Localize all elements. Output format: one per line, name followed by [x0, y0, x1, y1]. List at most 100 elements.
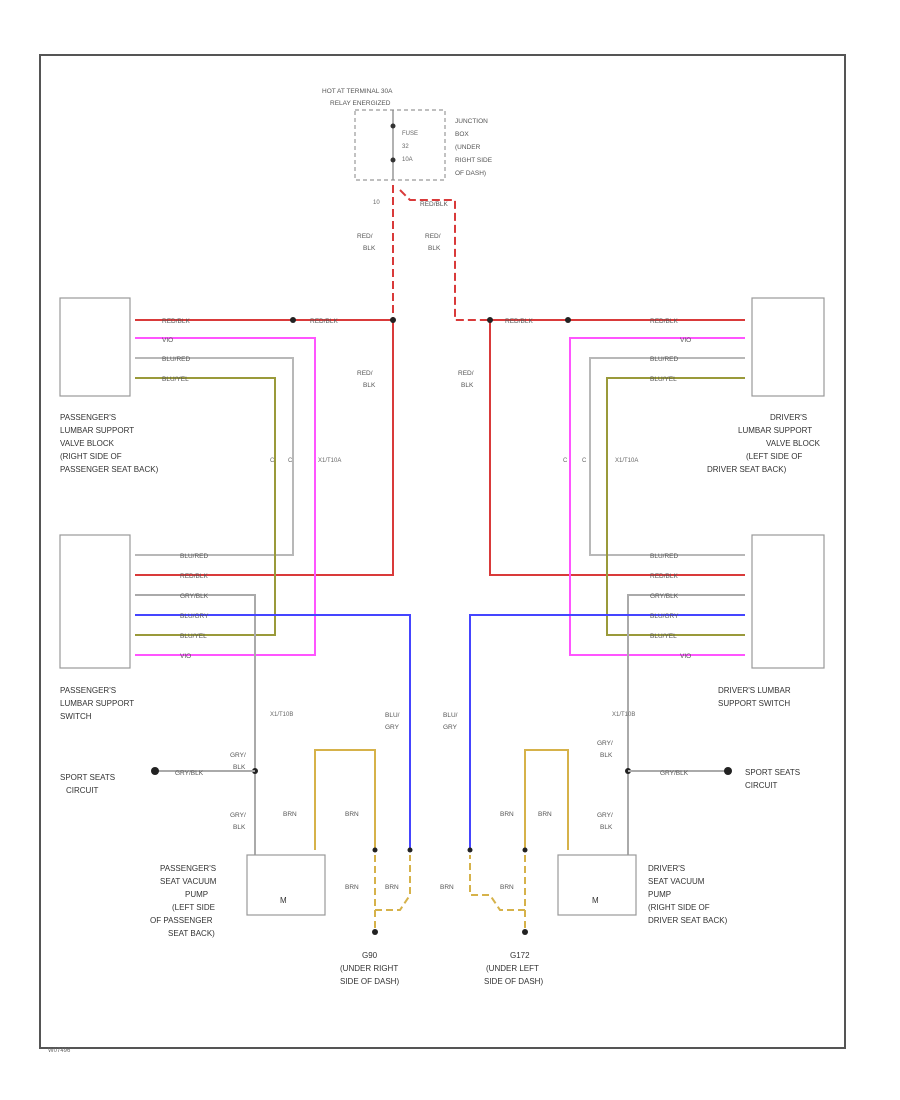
node-drv-brn: [522, 847, 528, 853]
drv-connector-c2: C: [582, 458, 587, 464]
label-pass-sport-gry: GRY/BLK: [175, 770, 204, 777]
label-drv-sw-vio: VIO: [680, 653, 691, 660]
wire-label-right-feed-1: RED/: [425, 233, 441, 240]
passenger-vacuum-pump: [246, 854, 326, 916]
wire-label-red-blk-mid: RED/BLK: [420, 201, 448, 208]
label-pass-sw-vio: VIO: [180, 653, 191, 660]
passenger-valve-label-5: PASSENGER SEAT BACK): [60, 465, 159, 474]
label-pass-brn-2: BRN: [345, 811, 359, 818]
label-drv-blu-gry-2: GRY: [443, 724, 458, 731]
node-pass-red-2: [390, 317, 396, 323]
pass-sport-seats-1: SPORT SEATS: [60, 773, 115, 782]
label-pass-blu-yel: BLU/YEL: [162, 376, 189, 383]
wire-brn-drv-loop: [524, 749, 569, 850]
fuse-bottom-node: [390, 157, 396, 163]
passenger-valve-label-2: LUMBAR SUPPORT: [60, 426, 134, 435]
pass-sport-arrow: [151, 767, 159, 775]
drv-pump-1: DRIVER'S: [648, 864, 685, 873]
drv-ground-1: G172: [510, 951, 530, 960]
drv-sport-seats-1: SPORT SEATS: [745, 768, 800, 777]
driver-valve-label-4: (LEFT SIDE OF: [746, 452, 802, 461]
pass-gry-vert2-2: BLK: [233, 824, 246, 831]
driver-valve-label-2: LUMBAR SUPPORT: [738, 426, 812, 435]
passenger-switch-label-3: SWITCH: [60, 712, 92, 721]
label-drv-sport-gry: GRY/BLK: [660, 770, 689, 777]
label-pass-red-blk: RED/BLK: [162, 318, 190, 325]
driver-valve-label-1: DRIVER'S: [770, 413, 807, 422]
junction-box-line-5: OF DASH): [455, 170, 486, 177]
junction-box-line-3: (UNDER: [455, 144, 481, 151]
pass-gry-vert-1: GRY/: [230, 752, 246, 759]
drv-pump-5: DRIVER SEAT BACK): [648, 916, 728, 925]
label-drv-brn-3: BRN: [440, 884, 454, 891]
passenger-valve-label-4: (RIGHT SIDE OF: [60, 452, 122, 461]
wire-blu-gry-drv-switch: [469, 614, 745, 850]
label-drv-vio: VIO: [680, 337, 691, 344]
passenger-valve-label-3: VALVE BLOCK: [60, 439, 115, 448]
diagram-frame: [39, 54, 846, 1049]
drv-connector-c1: C: [563, 458, 568, 464]
wire-red-blk-pass-valve: [135, 319, 394, 576]
label-drv-blu-gry-1: BLU/: [443, 712, 458, 719]
wire-blu-yel-drv-valve: [606, 377, 745, 636]
drv-connector2-label: X1/T10B: [612, 712, 635, 718]
driver-lumbar-switch: [751, 534, 825, 669]
wire-brn-drv-ground: [469, 855, 526, 911]
node-drv-blu: [467, 847, 473, 853]
wire-label-left-feed-1: RED/: [357, 233, 373, 240]
drv-gry-vert-2: BLK: [600, 752, 613, 759]
node-drv-red-1: [487, 317, 493, 323]
pass-connector2-label: X1/T10B: [270, 712, 293, 718]
drv-sport-seats-2: CIRCUIT: [745, 781, 778, 790]
label-drv-red-vert-2: BLK: [461, 382, 474, 389]
driver-valve-block: [751, 297, 825, 397]
wire-red-blk-drv-valve: [489, 319, 745, 576]
wire-label-right-feed-2: BLK: [428, 245, 441, 252]
label-pass-sw-blu-red: BLU/RED: [180, 553, 208, 560]
passenger-lumbar-switch: [59, 534, 131, 669]
pass-pump-5: OF PASSENGER: [150, 916, 213, 925]
fuse-label: FUSE: [402, 131, 418, 137]
fuse-rating: 10A: [402, 157, 413, 163]
label-drv-sw-blu-yel: BLU/YEL: [650, 633, 677, 640]
label-drv-blu-yel: BLU/YEL: [650, 376, 677, 383]
pass-ground-3: SIDE OF DASH): [340, 977, 399, 986]
driver-switch-label-2: SUPPORT SWITCH: [718, 699, 790, 708]
label-pass-brn-1: BRN: [283, 811, 297, 818]
drv-pump-4: (RIGHT SIDE OF: [648, 903, 710, 912]
driver-valve-label-5: DRIVER SEAT BACK): [707, 465, 787, 474]
driver-valve-label-3: VALVE BLOCK: [766, 439, 821, 448]
junction-box-line-1: JUNCTION: [455, 118, 488, 125]
label-drv-sw-blu-red: BLU/RED: [650, 553, 678, 560]
passenger-valve-block: [59, 297, 131, 397]
pass-gry-vert2-1: GRY/: [230, 812, 246, 819]
pass-gry-vert-2: BLK: [233, 764, 246, 771]
drv-pump-3: PUMP: [648, 890, 671, 899]
label-pass-red-blk-2: RED/BLK: [310, 318, 338, 325]
wire-vio-pass-valve: [135, 337, 316, 656]
label-pass-vio: VIO: [162, 337, 173, 344]
drv-ground-node: [522, 929, 528, 935]
wire-label-left-feed-2: BLK: [363, 245, 376, 252]
pass-pump-motor: M: [280, 896, 287, 905]
drv-sport-arrow: [724, 767, 732, 775]
label-drv-brn-4: BRN: [500, 884, 514, 891]
label-pass-blu-gry-1: BLU/: [385, 712, 400, 719]
node-pass-brn: [372, 847, 378, 853]
label-pass-sw-red-blk: RED/BLK: [180, 573, 208, 580]
junction-box-outline: [354, 109, 446, 181]
pass-ground-node: [372, 929, 378, 935]
driver-vacuum-pump: [557, 854, 637, 916]
wire-blu-red-pass-valve: [135, 357, 294, 556]
pass-pump-4: (LEFT SIDE: [172, 903, 215, 912]
label-pass-red-vert-1: RED/: [357, 370, 373, 377]
label-drv-blu-red: BLU/RED: [650, 356, 678, 363]
label-drv-red-blk: RED/BLK: [650, 318, 678, 325]
label-drv-red-vert-1: RED/: [458, 370, 474, 377]
wire-blu-red-drv-valve: [589, 357, 745, 556]
label-pass-brn-3: BRN: [345, 884, 359, 891]
label-drv-sw-red-blk: RED/BLK: [650, 573, 678, 580]
label-pass-blu-red: BLU/RED: [162, 356, 190, 363]
pass-connector-c2: C: [288, 458, 293, 464]
